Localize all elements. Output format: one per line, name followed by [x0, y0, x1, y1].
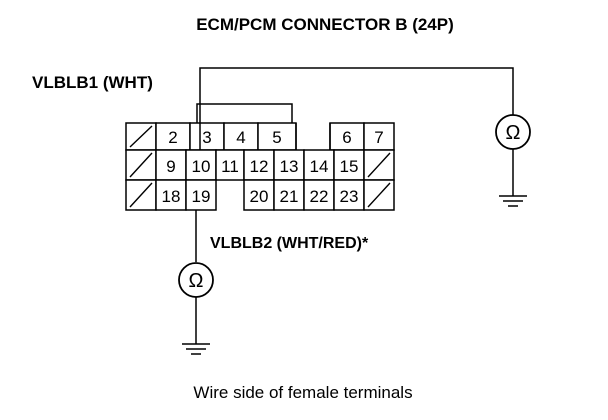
pin-label: 20: [250, 187, 269, 206]
pin-label: 12: [250, 157, 269, 176]
pin-7: [363, 122, 395, 151]
pin-label: 7: [374, 128, 383, 147]
pin-label: 22: [310, 187, 329, 206]
connector-body: [125, 103, 395, 211]
pin-label: 19: [192, 187, 211, 206]
ohm-symbol-icon: Ω: [506, 122, 521, 144]
pin-label: 15: [340, 157, 359, 176]
pin-label: 11: [221, 157, 239, 176]
pin-label: 13: [280, 157, 299, 176]
pin-label: 3: [202, 128, 211, 147]
pin-label: 21: [280, 187, 299, 206]
ohm-symbol-icon: Ω: [189, 270, 204, 292]
diagram-caption: Wire side of female terminals: [193, 383, 412, 402]
probe-wire-top: [199, 67, 514, 150]
ground-icon: [499, 195, 527, 207]
pin-19: [185, 179, 217, 211]
pin-18: [155, 179, 187, 211]
pin-label: 9: [166, 157, 175, 176]
pin-label: 4: [236, 128, 245, 147]
pin-label: 18: [162, 187, 181, 206]
pin-2: [155, 122, 191, 151]
label-vlblb2: VLBLB2 (WHT/RED)*: [210, 235, 369, 252]
pin-label: 14: [310, 157, 329, 176]
pin-22: [303, 179, 335, 211]
pin-label: 5: [272, 128, 281, 147]
pin-label: 23: [340, 187, 359, 206]
pin-14: [303, 149, 335, 181]
label-vlblb1: VLBLB1 (WHT): [32, 73, 153, 92]
pin-21: [273, 179, 305, 211]
pin-label: 2: [168, 128, 177, 147]
pin-15: [333, 149, 365, 181]
pin-labels: 2 3 4 5 6 7 9 10 11 12 13 14 15 18 19 20…: [162, 128, 384, 206]
pin-11: [215, 149, 245, 181]
ground-icon: [182, 343, 210, 355]
pin-label: 6: [342, 128, 351, 147]
diagram-title: ECM/PCM CONNECTOR B (24P): [196, 15, 454, 34]
pin-label: 10: [192, 157, 211, 176]
